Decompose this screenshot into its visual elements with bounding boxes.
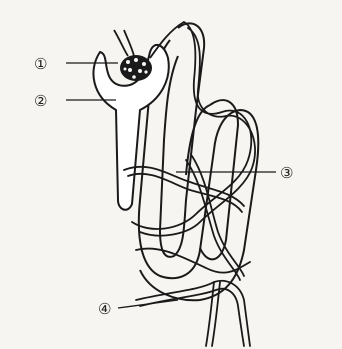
label-2: ② — [34, 92, 47, 110]
label-3: ③ — [280, 164, 293, 182]
label-1: ① — [34, 55, 47, 73]
label-4: ④ — [98, 300, 111, 318]
